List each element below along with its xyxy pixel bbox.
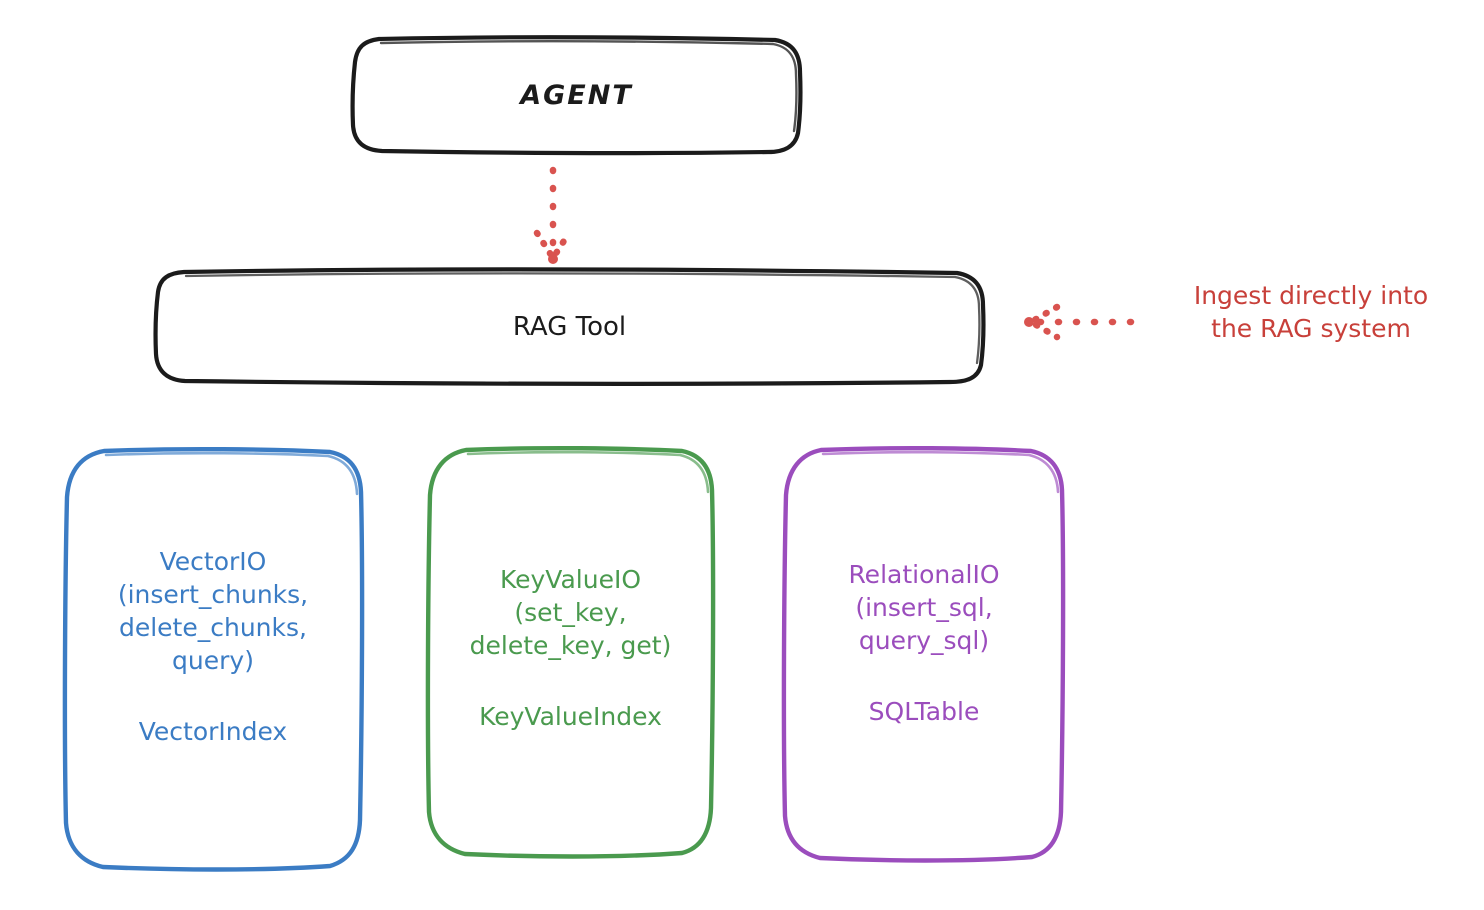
relationalio-content: RelationalIO (insert_sql, query_sql) SQL… — [848, 558, 999, 726]
vectorio-api-label: VectorIO (insert_chunks, delete_chunks, … — [117, 546, 309, 675]
vectorio-node[interactable]: VectorIO (insert_chunks, delete_chunks, … — [65, 449, 361, 869]
relationalio-node[interactable]: RelationalIO (insert_sql, query_sql) SQL… — [785, 449, 1063, 859]
ingest-to-rag-tool-arrow — [1024, 303, 1137, 341]
vectorio-index-label: VectorIndex — [138, 716, 288, 746]
keyvalueio-index-label: KeyValueIndex — [479, 701, 662, 731]
rag-tool-label: RAG Tool — [512, 311, 627, 342]
relationalio-index-label: SQLTable — [868, 697, 980, 726]
vectorio-content: VectorIO (insert_chunks, delete_chunks, … — [118, 545, 308, 746]
keyvalueio-node[interactable]: KeyValueIO (set_key, delete_key, get) Ke… — [428, 449, 713, 856]
relationalio-api-label: RelationalIO (insert_sql, query_sql) — [848, 560, 1000, 655]
keyvalueio-api-label: KeyValueIO (set_key, delete_key, get) — [469, 564, 672, 660]
ingest-annotation-label: Ingest directly into the RAG system — [1193, 281, 1429, 343]
keyvalueio-content: KeyValueIO (set_key, delete_key, get) Ke… — [470, 563, 672, 731]
rag-tool-node[interactable]: RAG Tool — [156, 271, 983, 382]
agent-node[interactable]: AGENT — [353, 38, 800, 152]
agent-label: AGENT — [520, 79, 633, 111]
agent-to-rag-tool-arrow — [533, 166, 573, 264]
